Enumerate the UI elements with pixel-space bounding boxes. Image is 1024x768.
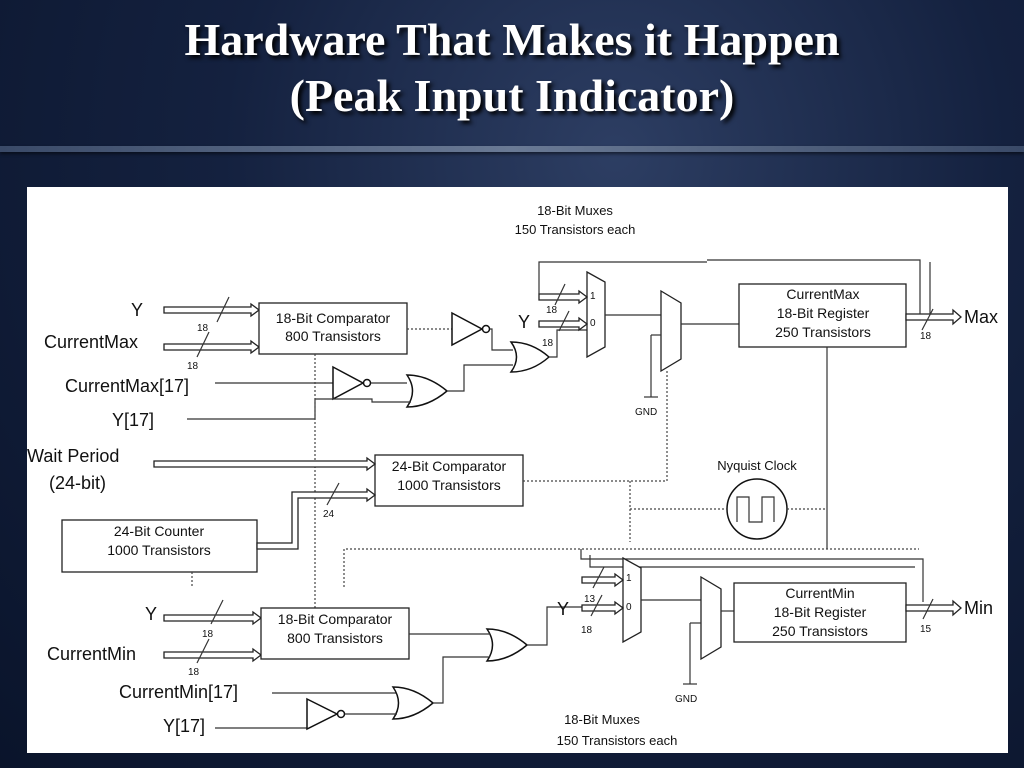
slide-title: Hardware That Makes it Happen (Peak Inpu… xyxy=(0,12,1024,124)
mux-top-stage2 xyxy=(660,289,682,373)
mux-bottom-caption-1: 18-Bit Muxes xyxy=(564,712,640,727)
bus-width-mux-bottom-0: 18 xyxy=(581,625,593,636)
register-min-block xyxy=(733,582,907,643)
register-max-line3: 250 Transistors xyxy=(775,324,871,340)
bus-width-mux-bottom-1: 13 xyxy=(584,594,596,605)
clock-label: Nyquist Clock xyxy=(717,458,797,473)
diagram-panel: 18-Bit Muxes 150 Transistors each Y Curr… xyxy=(27,187,1008,753)
bus-width-y-top: 18 xyxy=(197,323,209,334)
title-line-2: (Peak Input Indicator) xyxy=(289,70,735,121)
output-max: Max xyxy=(964,307,998,327)
label-y-mux-bottom: Y xyxy=(557,599,569,619)
register-max-line1: CurrentMax xyxy=(786,286,859,302)
mux-bottom xyxy=(622,556,642,644)
title-line-1: Hardware That Makes it Happen xyxy=(184,14,840,65)
comparator-bottom-line1: 18-Bit Comparator xyxy=(278,611,393,627)
nyquist-clock-symbol xyxy=(726,478,788,540)
bus-arrow-mux-bottom-1 xyxy=(581,572,625,588)
bus-arrow-currentmax xyxy=(163,339,261,355)
bus-width-counter: 24 xyxy=(323,509,335,520)
bus-width-currentmax: 18 xyxy=(187,361,199,372)
register-max-line2: 18-Bit Register xyxy=(777,305,870,321)
counter-line1: 24-Bit Counter xyxy=(114,523,205,539)
label-y-mux-top: Y xyxy=(518,312,530,332)
not-gate-top-2 xyxy=(332,365,365,401)
or-gate-bottom-2 xyxy=(391,686,435,720)
bus-width-y-bottom: 18 xyxy=(202,629,214,640)
clock-waveform xyxy=(736,496,775,523)
comparator-mid-line2: 1000 Transistors xyxy=(397,477,501,493)
bus-arrow-min-out xyxy=(905,599,962,617)
comparator-bottom-line2: 800 Transistors xyxy=(287,630,383,646)
bus-width-currentmin: 18 xyxy=(188,667,200,678)
gnd-top: GND xyxy=(635,407,657,418)
label-currentmin17: CurrentMin[17] xyxy=(119,682,238,702)
bus-arrow-currentmin xyxy=(163,647,263,663)
title-divider xyxy=(0,146,1024,152)
label-wait-width: (24-bit) xyxy=(49,473,106,493)
comparator-top-block xyxy=(258,302,408,355)
bus-arrow-wait-period xyxy=(153,456,377,472)
peak-indicator-schematic: 18-Bit Muxes 150 Transistors each Y Curr… xyxy=(27,203,998,748)
counter-block xyxy=(61,519,258,573)
bus-arrow-mux-bottom-0 xyxy=(581,600,625,616)
mux-bottom-in0: 0 xyxy=(626,602,632,613)
mux-top-in0: 0 xyxy=(590,318,596,329)
bus-arrow-y-top xyxy=(163,302,261,318)
comparator-top-line2: 800 Transistors xyxy=(285,328,381,344)
output-min: Min xyxy=(964,598,993,618)
bus-width-max-out: 18 xyxy=(920,331,932,342)
label-currentmin: CurrentMin xyxy=(47,644,136,664)
bus-arrow-max-out xyxy=(905,308,962,326)
comparator-mid-block xyxy=(374,454,524,507)
label-y-top: Y xyxy=(131,300,143,320)
label-currentmax: CurrentMax xyxy=(44,332,138,352)
not-gate-top-1 xyxy=(451,311,484,347)
or-gate-bottom-1 xyxy=(485,628,529,662)
comparator-mid-line1: 24-Bit Comparator xyxy=(392,458,507,474)
bus-width-mux-top-1: 18 xyxy=(546,305,558,316)
label-y-bottom: Y xyxy=(145,604,157,624)
bus-width-mux-top-0: 18 xyxy=(542,338,554,349)
label-currentmax17: CurrentMax[17] xyxy=(65,376,189,396)
counter-line2: 1000 Transistors xyxy=(107,542,211,558)
bus-width-min-out: 15 xyxy=(920,624,932,635)
bus-arrow-mux-top-1 xyxy=(538,289,589,305)
register-min-line1: CurrentMin xyxy=(785,585,854,601)
mux-top xyxy=(586,270,606,359)
comparator-bottom-block xyxy=(260,607,410,660)
bus-arrow-counter-out xyxy=(256,487,377,550)
register-min-line2: 18-Bit Register xyxy=(774,604,867,620)
or-gate-top-1 xyxy=(509,341,551,373)
or-gate-top-2 xyxy=(405,374,449,408)
bus-arrow-y-bottom xyxy=(163,610,263,626)
comparator-top-line1: 18-Bit Comparator xyxy=(276,310,391,326)
mux-top-caption-2: 150 Transistors each xyxy=(515,222,636,237)
gnd-bottom: GND xyxy=(675,694,697,705)
label-y17-top: Y[17] xyxy=(112,410,154,430)
mux-top-in1: 1 xyxy=(590,291,596,302)
mux-bottom-in1: 1 xyxy=(626,573,632,584)
label-y17-bottom: Y[17] xyxy=(163,716,205,736)
mux-bottom-stage2 xyxy=(700,575,722,661)
mux-top-caption-1: 18-Bit Muxes xyxy=(537,203,613,218)
mux-bottom-caption-2: 150 Transistors each xyxy=(557,733,678,748)
label-wait-period: Wait Period xyxy=(27,446,119,466)
not-gate-bottom xyxy=(306,697,339,731)
register-min-line3: 250 Transistors xyxy=(772,623,868,639)
